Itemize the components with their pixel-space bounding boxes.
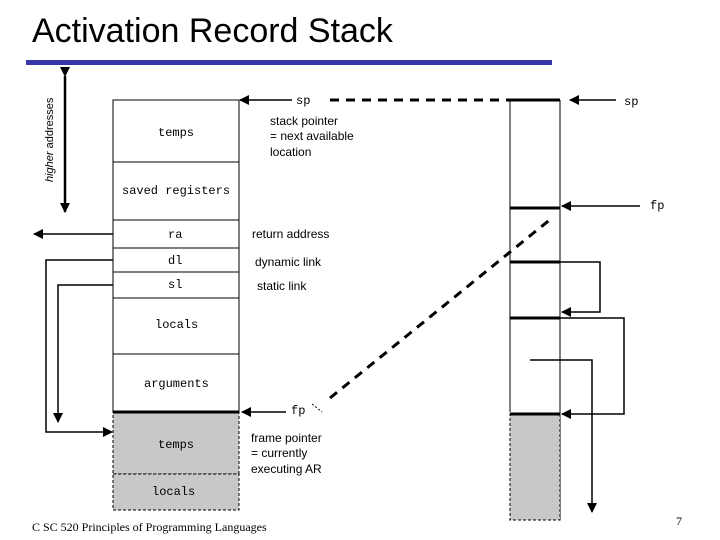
ra-label: ra (168, 228, 183, 242)
sp-annotation-line2: = next available (270, 129, 354, 143)
next-locals-box (112, 473, 240, 511)
next-temps-label: temps (158, 438, 195, 452)
sp-annotation-line3: location (270, 145, 312, 159)
right-shaded-box (509, 413, 561, 521)
footer-course: C SC 520 Principles of Programming Langu… (32, 520, 267, 534)
right-stack (509, 100, 561, 521)
dl-label: dl (168, 254, 183, 268)
right-links (530, 261, 625, 513)
fp-annotation-line1: frame pointer (251, 431, 322, 445)
arguments-label: arguments (144, 377, 209, 391)
sl-label: sl (168, 278, 183, 292)
sp-right-label: sp (624, 95, 639, 109)
next-locals-label: locals (152, 485, 196, 499)
fp-label: fp (291, 404, 306, 418)
fp-annotation-line2: = currently (251, 446, 308, 460)
sp-annotation-line1: stack pointer (270, 114, 339, 128)
frame-boxes (112, 99, 240, 413)
fp-annotation-line3: executing AR (251, 462, 322, 476)
title-underline (26, 60, 552, 65)
sl-annotation: static link (257, 279, 307, 293)
locals-label: locals (155, 318, 199, 332)
higher-addresses-label: higher addresses (44, 97, 56, 182)
saved-registers-label: saved registers (122, 184, 231, 198)
sp-label: sp (296, 94, 311, 108)
temps-label: temps (158, 126, 195, 140)
dl-annotation: dynamic link (255, 255, 322, 269)
temps-box (112, 99, 240, 163)
saved-registers-box (112, 161, 240, 221)
page-number: 7 (676, 514, 682, 528)
fp-right-label: fp (650, 199, 665, 213)
dynamic-link-arrow (45, 259, 113, 437)
ra-annotation: return address (252, 227, 330, 241)
next-frame-boxes (112, 411, 240, 511)
page-title: Activation Record Stack (32, 12, 393, 50)
fp-dashed-connector (329, 216, 553, 400)
static-link-arrow (53, 284, 113, 423)
arguments-box (112, 353, 240, 413)
ra-box (112, 219, 240, 249)
